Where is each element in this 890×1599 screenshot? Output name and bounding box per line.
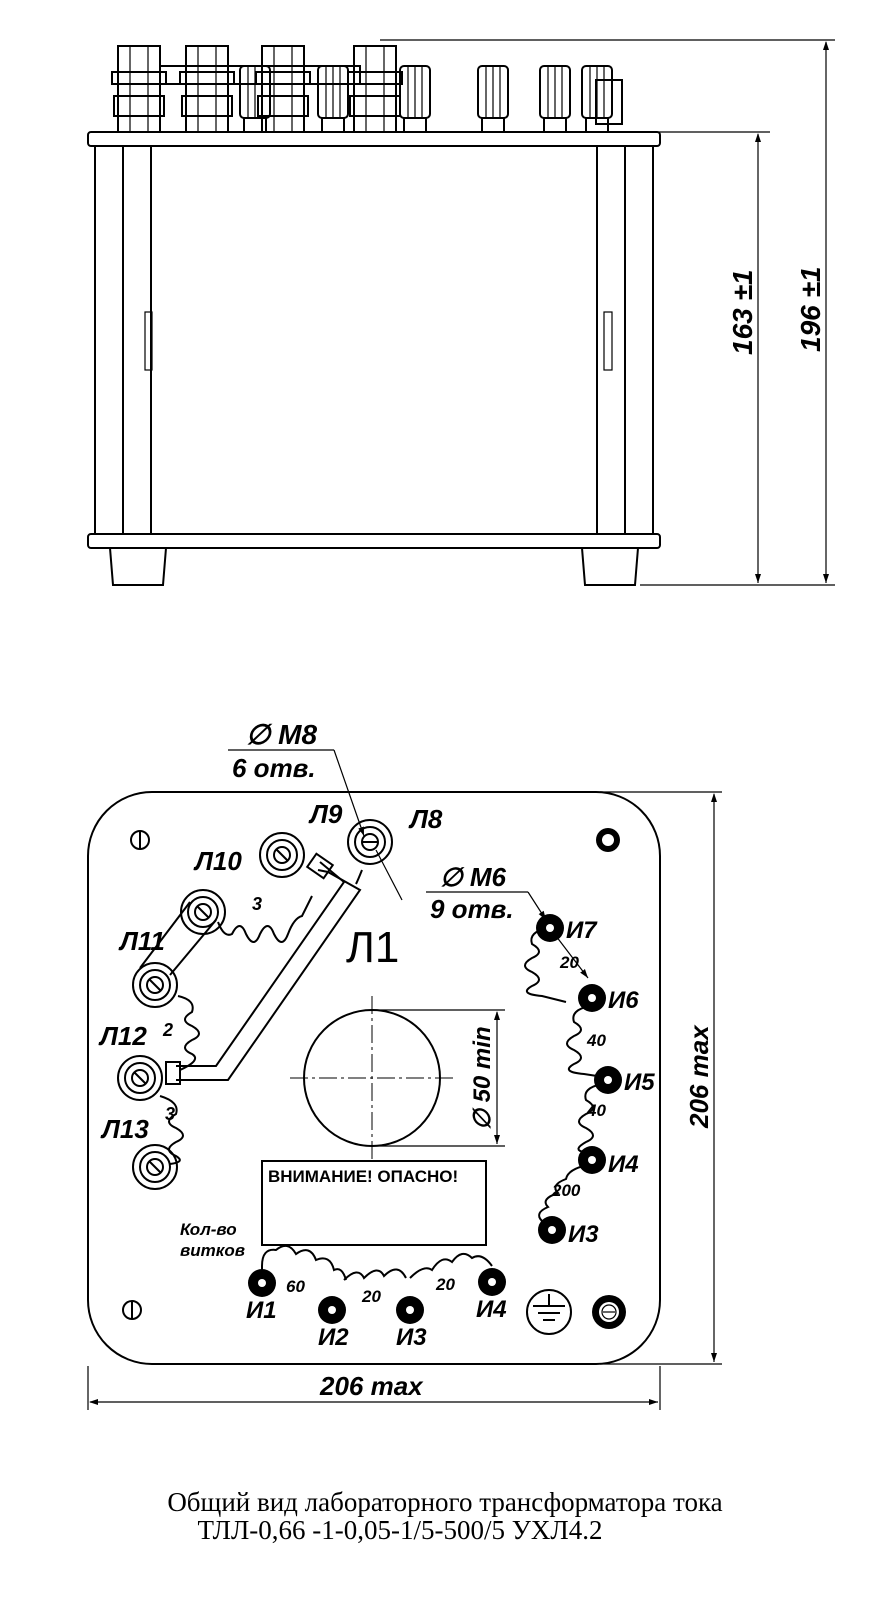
label-l10: Л10: [193, 846, 242, 876]
coil-i7-i6: [524, 927, 567, 1003]
label-l1: Л1: [346, 923, 399, 972]
turns-i7-i6: 20: [559, 953, 579, 972]
ground-terminal-side: [595, 79, 623, 125]
callout-9-holes: 9 отв.: [430, 894, 514, 924]
label-l8: Л8: [408, 804, 443, 834]
terminal-i2[interactable]: [318, 1296, 346, 1324]
label-i3-right: И3: [568, 1221, 599, 1248]
turns-l12-l13: 3: [165, 1104, 175, 1124]
top-plate-outline: [87, 791, 661, 1365]
bottom-plate: [87, 533, 661, 549]
bolt-terminal: [255, 45, 311, 133]
technical-drawing: 163 ±1 196 ±1 ∅ 50 min ВНИМАНИЕ! ОПАСНО!: [87, 39, 835, 1410]
knurled-terminal: [477, 65, 509, 133]
coil-i5-i4: [577, 1083, 603, 1159]
mount-screw: [130, 830, 150, 850]
ground-screw: [592, 1295, 626, 1329]
label-i1: И1: [246, 1297, 277, 1324]
top-plate: [87, 131, 661, 147]
terminal-l8[interactable]: [347, 819, 393, 865]
turns-i4-i3: 200: [551, 1181, 581, 1200]
top-terminals: [111, 45, 623, 133]
terminal-i3-bottom[interactable]: [396, 1296, 424, 1324]
coil-l12-l13: [159, 1095, 184, 1165]
knurled-terminal: [399, 65, 431, 133]
turns-l10-l9: 3: [252, 894, 262, 914]
coil-l10-l9: [217, 895, 313, 943]
label-l12: Л12: [98, 1021, 147, 1051]
turns-i6-i5: 40: [586, 1031, 606, 1050]
label-l13: Л13: [100, 1114, 149, 1144]
coil-i2-i3: [343, 1268, 407, 1281]
housing-body: [94, 145, 654, 535]
knurled-terminal: [539, 65, 571, 133]
mount-screw: [122, 1300, 142, 1320]
knurled-terminal: [317, 65, 349, 133]
terminal-i6[interactable]: [578, 984, 606, 1012]
warning-text: ВНИМАНИЕ! ОПАСНО!: [268, 1167, 458, 1186]
turns-caption-line1: Кол-во: [180, 1220, 237, 1239]
warning-plate: [261, 1160, 487, 1246]
label-l11: Л11: [118, 926, 165, 956]
turns-i1-i2: 60: [286, 1277, 305, 1296]
terminal-l9[interactable]: [259, 832, 305, 878]
dim-width-bottom-label: 206 max: [319, 1371, 424, 1401]
bus-bar: [159, 65, 361, 85]
top-view: ∅ 50 min ВНИМАНИЕ! ОПАСНО!: [87, 719, 722, 1410]
label-i2: И2: [318, 1324, 349, 1351]
terminal-i3-right[interactable]: [538, 1216, 566, 1244]
terminal-i4[interactable]: [578, 1146, 606, 1174]
label-i6: И6: [608, 987, 639, 1014]
turns-l11-l12: 2: [162, 1020, 173, 1040]
turns-i3-i4: 20: [435, 1275, 455, 1294]
coil-i3-i4: [409, 1252, 493, 1279]
dim-width-right-label: 206 max: [684, 1024, 714, 1129]
terminal-l13[interactable]: [132, 1144, 178, 1190]
turns-i2-i3: 20: [361, 1287, 381, 1306]
bolt-terminal: [179, 45, 235, 133]
terminal-i4-bottom[interactable]: [478, 1268, 506, 1296]
callout-6-holes: 6 отв.: [232, 753, 316, 783]
dim-163-label: 163 ±1: [727, 270, 758, 355]
ground-icon: [526, 1289, 572, 1335]
callout-m6: ∅ M6: [440, 862, 507, 892]
bolt-terminal: [347, 45, 403, 133]
label-i3-bottom: И3: [396, 1324, 427, 1351]
terminal-i7[interactable]: [536, 914, 564, 942]
terminal-i1[interactable]: [248, 1269, 276, 1297]
knurled-terminal: [239, 65, 271, 133]
terminal-l10[interactable]: [180, 889, 226, 935]
caption-line1: Общий вид лабораторного трансформатора т…: [167, 1487, 723, 1517]
label-i4: И4: [608, 1151, 639, 1178]
label-i4-bottom: И4: [476, 1296, 507, 1323]
label-i7: И7: [566, 917, 598, 944]
foot-right: [581, 547, 639, 586]
mount-screw: [596, 828, 620, 852]
terminal-l11[interactable]: [132, 962, 178, 1008]
dim-50-label: ∅ 50 min: [469, 1026, 496, 1130]
foot-left: [109, 547, 167, 586]
label-i5: И5: [624, 1069, 655, 1096]
front-view: 163 ±1 196 ±1: [87, 39, 835, 586]
coil-l11-l12: [177, 995, 200, 1071]
coil-i6-i5: [566, 1005, 611, 1079]
coil-i1-i2: [261, 1244, 347, 1281]
busbar-l1: [176, 869, 362, 1081]
turns-i5-i4: 40: [586, 1101, 606, 1120]
turns-caption-line2: витков: [180, 1241, 245, 1260]
coil-i4-i3: [538, 1164, 589, 1232]
terminal-l12[interactable]: [117, 1055, 163, 1101]
bolt-terminal: [111, 45, 167, 133]
dim-196-label: 196 ±1: [795, 267, 826, 352]
label-l9: Л9: [308, 799, 343, 829]
terminal-i5[interactable]: [594, 1066, 622, 1094]
callout-m8: ∅ M8: [246, 719, 317, 750]
caption-line2: ТЛЛ-0,66 -1-0,05-1/5-500/5 УХЛ4.2: [197, 1515, 603, 1545]
